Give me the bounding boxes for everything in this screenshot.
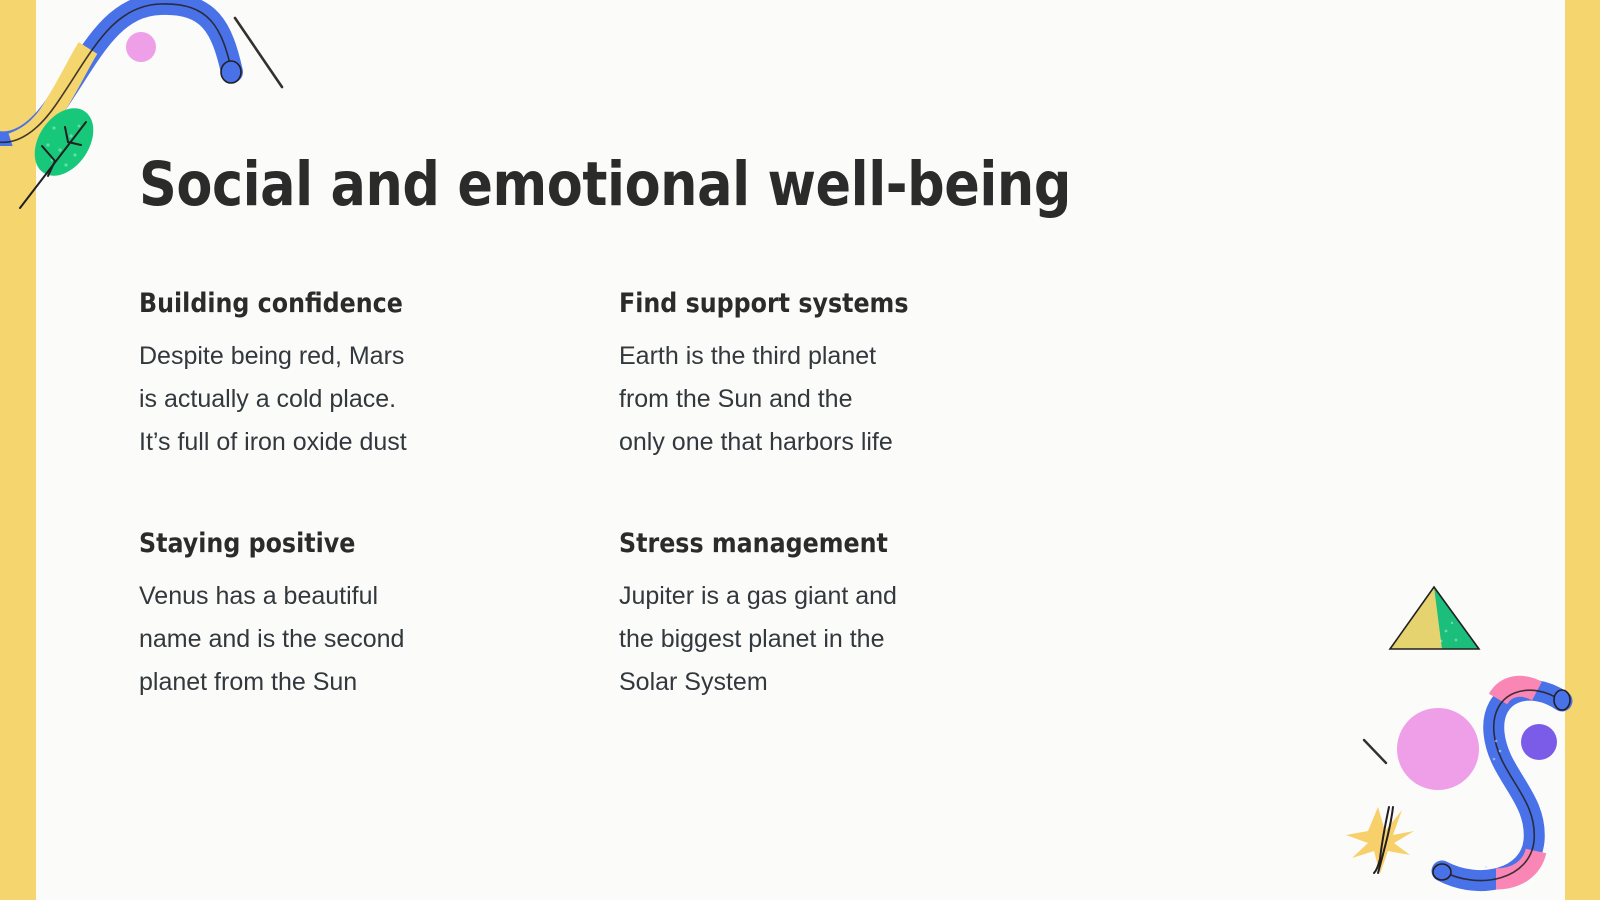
section-heading: Stress management bbox=[619, 528, 888, 560]
section-body: Venus has a beautiful name and is the se… bbox=[139, 582, 405, 697]
section-body: Jupiter is a gas giant and the biggest p… bbox=[619, 582, 897, 697]
purple-dot-icon bbox=[1521, 724, 1557, 760]
s-curve-icon bbox=[1431, 675, 1573, 892]
section-heading: Find support systems bbox=[619, 288, 909, 319]
top-left-decoration-group bbox=[0, 0, 284, 146]
star-icon bbox=[1346, 806, 1414, 874]
section-heading: Staying positive bbox=[139, 528, 356, 560]
section-stress-management: Stress management Jupiter is a gas giant… bbox=[619, 528, 1019, 704]
triangle-icon bbox=[1388, 585, 1481, 650]
bottom-right-decoration-group bbox=[1346, 675, 1573, 892]
right-accent-bar bbox=[1565, 0, 1600, 900]
section-body: Earth is the third planet from the Sun a… bbox=[619, 342, 893, 457]
wavy-line-icon bbox=[0, 0, 243, 146]
section-find-support-systems: Find support systems Earth is the third … bbox=[619, 288, 1019, 464]
left-accent-bar bbox=[0, 0, 36, 900]
section-building-confidence: Building confidence Despite being red, M… bbox=[139, 288, 539, 464]
page-title: Social and emotional well-being bbox=[139, 148, 1071, 220]
pink-circle-icon bbox=[1397, 708, 1479, 790]
diagonal-line-icon bbox=[233, 16, 284, 89]
section-staying-positive: Staying positive Venus has a beautiful n… bbox=[139, 528, 539, 704]
pink-circle-icon bbox=[126, 32, 156, 62]
section-body: Despite being red, Mars is actually a co… bbox=[139, 342, 407, 457]
content-grid: Building confidence Despite being red, M… bbox=[139, 288, 1139, 704]
diagonal-line-icon bbox=[1362, 738, 1388, 765]
section-heading: Building confidence bbox=[139, 288, 403, 319]
